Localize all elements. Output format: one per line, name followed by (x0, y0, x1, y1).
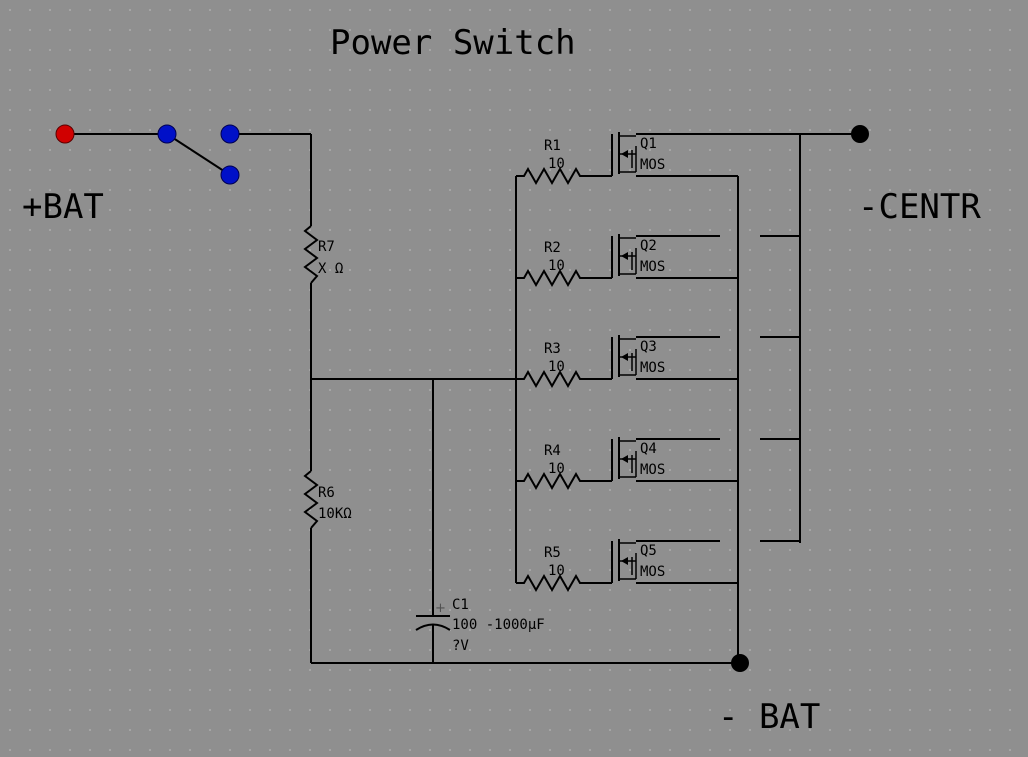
q5-ref: Q5 (640, 543, 657, 559)
gate-resistor-r1[interactable] (516, 166, 612, 186)
c1-value: 100 -1000µF (452, 617, 545, 633)
plus-bat-label: +BAT (22, 187, 104, 227)
r5-ref: R5 (544, 545, 561, 561)
left-bus (303, 134, 740, 664)
switch-on-pin[interactable] (220, 124, 240, 144)
gate-node: + (311, 378, 516, 663)
r2-ref: R2 (544, 240, 561, 256)
bat-plus-terminal[interactable] (55, 124, 75, 144)
r2-value: 10 (548, 258, 565, 274)
capacitor-plus-mark: + (435, 601, 446, 616)
schematic-title: Power Switch (330, 23, 576, 63)
r1-value: 10 (548, 156, 565, 172)
gate-resistor-r4[interactable] (516, 471, 612, 491)
mosfet-arrow (621, 455, 628, 463)
centr-terminal[interactable] (851, 125, 869, 143)
q5-type: MOS (640, 564, 665, 580)
q1-type: MOS (640, 157, 665, 173)
mosfet-arrow (621, 252, 628, 260)
r4-value: 10 (548, 461, 565, 477)
q4-ref: Q4 (640, 441, 657, 457)
mosfet-arrow (621, 353, 628, 361)
minus-bat-terminal[interactable] (731, 654, 749, 672)
power-switch (55, 124, 311, 185)
mosfet-arrow (621, 150, 628, 158)
r3-ref: R3 (544, 341, 561, 357)
r7-value: X Ω (318, 261, 343, 277)
mosfet-stages: R110Q1MOSR210Q2MOSR310Q3MOSR410Q4MOSR510… (516, 132, 800, 593)
r3-value: 10 (548, 359, 565, 375)
r4-ref: R4 (544, 443, 561, 459)
r7-ref: R7 (318, 239, 335, 255)
q3-type: MOS (640, 360, 665, 376)
q2-ref: Q2 (640, 238, 657, 254)
centr-label: -CENTR (858, 187, 981, 227)
r1-ref: R1 (544, 138, 561, 154)
output-bus (636, 133, 860, 663)
r6-ref: R6 (318, 485, 335, 501)
gate-resistor-r3[interactable] (516, 369, 612, 389)
gate-resistor-r2[interactable] (516, 268, 612, 288)
switch-common-pin[interactable] (157, 124, 177, 144)
c1-voltage: ?V (452, 638, 469, 654)
q2-type: MOS (640, 259, 665, 275)
r6-value: 10KΩ (318, 506, 352, 522)
resistor-r6 (303, 470, 319, 529)
q1-ref: Q1 (640, 136, 657, 152)
q4-type: MOS (640, 462, 665, 478)
r5-value: 10 (548, 563, 565, 579)
resistor-r7 (303, 225, 319, 284)
minus-bat-label: - BAT (718, 697, 820, 737)
q3-ref: Q3 (640, 339, 657, 355)
switch-off-pin[interactable] (220, 165, 240, 185)
c1-ref: C1 (452, 597, 469, 613)
mosfet-arrow (621, 557, 628, 565)
gate-resistor-r5[interactable] (516, 573, 612, 593)
